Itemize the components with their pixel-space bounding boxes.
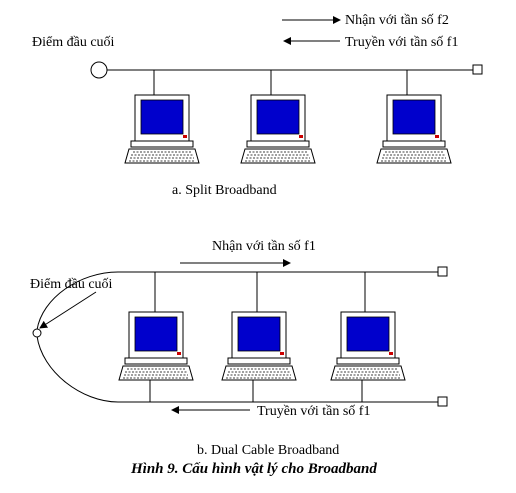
dual-lower-cable [36, 335, 438, 403]
dual-rx-label: Nhận với tần số f1 [212, 239, 316, 254]
computer-icon [118, 311, 194, 381]
endpoint-pointer [39, 291, 97, 329]
figure-caption: Hình 9. Cấu hình vật lý cho Broadband [130, 461, 377, 477]
computer-icon [330, 311, 406, 381]
split-endpoint-label: Điểm đầu cuối [32, 35, 115, 50]
headend-icon [90, 61, 108, 79]
split-rx-label: Nhận với tần số f2 [345, 13, 449, 28]
computer-icon [221, 311, 297, 381]
split-tx-label: Truyền với tần số f1 [345, 35, 458, 50]
split-broadband-panel: Nhận với tần số f2 Truyền với tần số f1 … [32, 13, 483, 198]
dual-caption: b. Dual Cable Broadband [197, 443, 339, 458]
terminator-icon [472, 64, 483, 75]
computer-icon [240, 94, 316, 164]
computer-icon [124, 94, 200, 164]
terminator-icon [437, 266, 448, 277]
computer-icon [376, 94, 452, 164]
terminator-icon [437, 396, 448, 407]
dual-cable-panel: Nhận với tần số f1 Điểm đầu cuối Truyền … [30, 239, 448, 458]
headend-icon [32, 328, 42, 338]
dual-upper-cable [36, 271, 438, 331]
dual-tx-label: Truyền với tần số f1 [257, 404, 370, 419]
split-caption: a. Split Broadband [172, 183, 277, 198]
